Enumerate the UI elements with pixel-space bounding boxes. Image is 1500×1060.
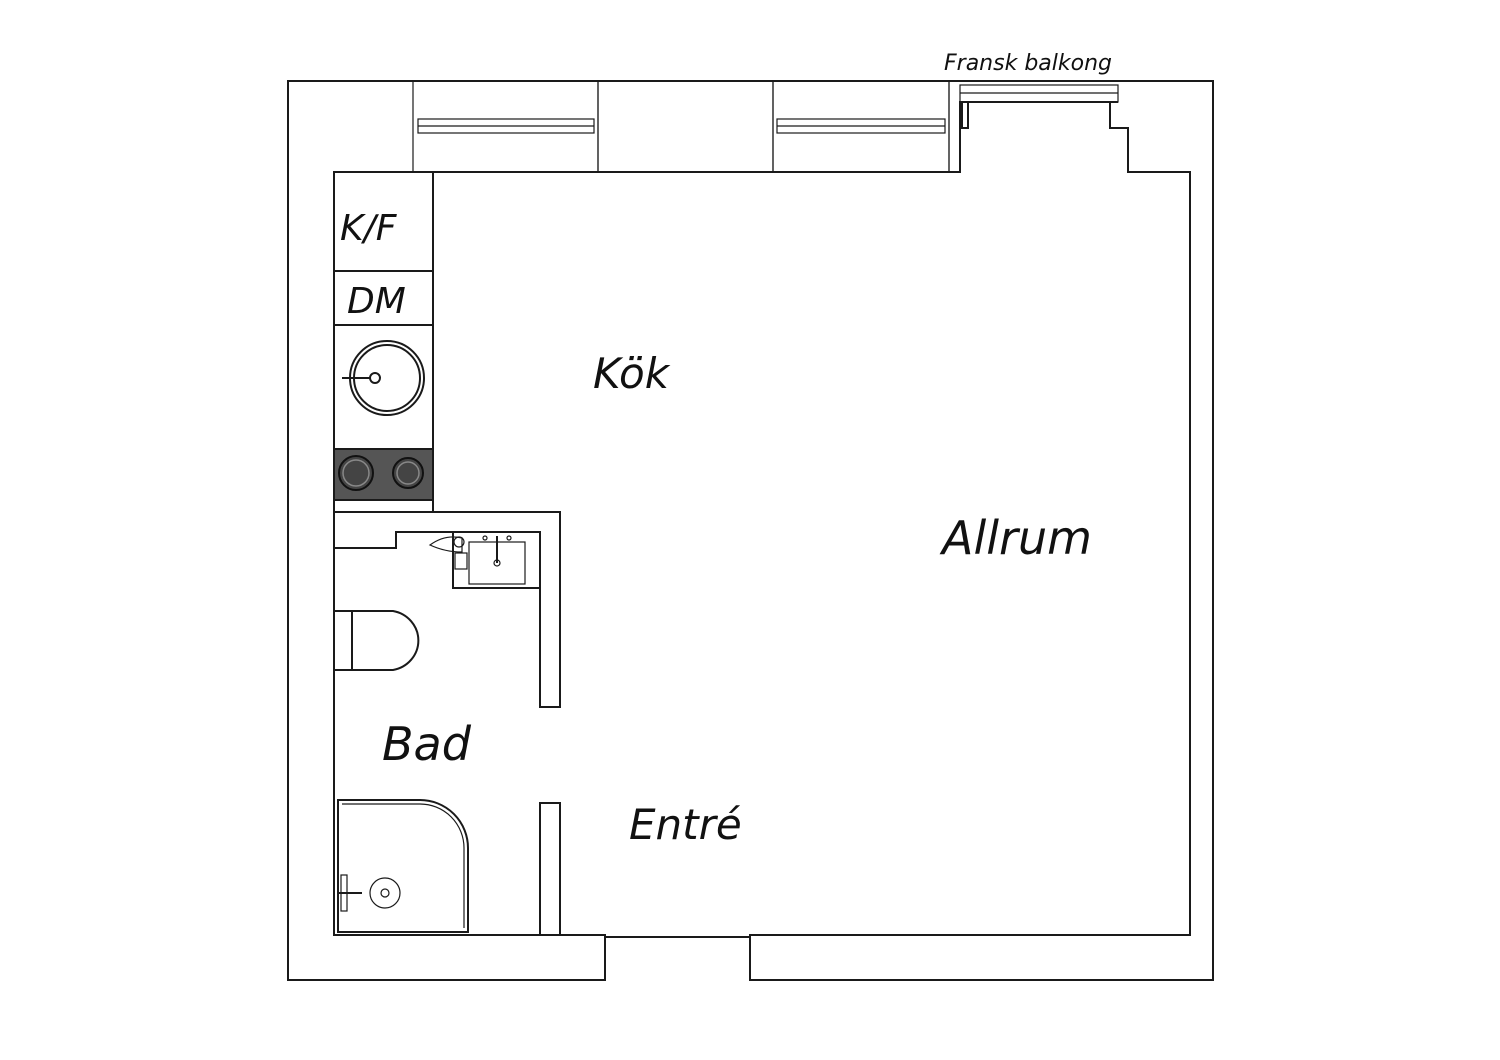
room-label-kitchen: Kök (593, 349, 671, 398)
shower-icon (333, 797, 469, 936)
room-label-bath: Bad (382, 717, 472, 771)
dishwasher-label: DM (347, 281, 406, 322)
toilet-icon (334, 610, 420, 671)
room-label-living: Allrum (939, 511, 1092, 565)
sink-icon (342, 340, 425, 416)
french-balcony-door (959, 84, 1129, 172)
window-right (772, 80, 950, 173)
room-label-hall: Entré (629, 800, 742, 849)
stove-icon (333, 448, 434, 501)
fridge-freezer-label: K/F (340, 208, 398, 249)
washbasin-icon (428, 531, 541, 589)
balcony-label: Fransk balkong (944, 51, 1112, 76)
window-left (412, 80, 599, 173)
